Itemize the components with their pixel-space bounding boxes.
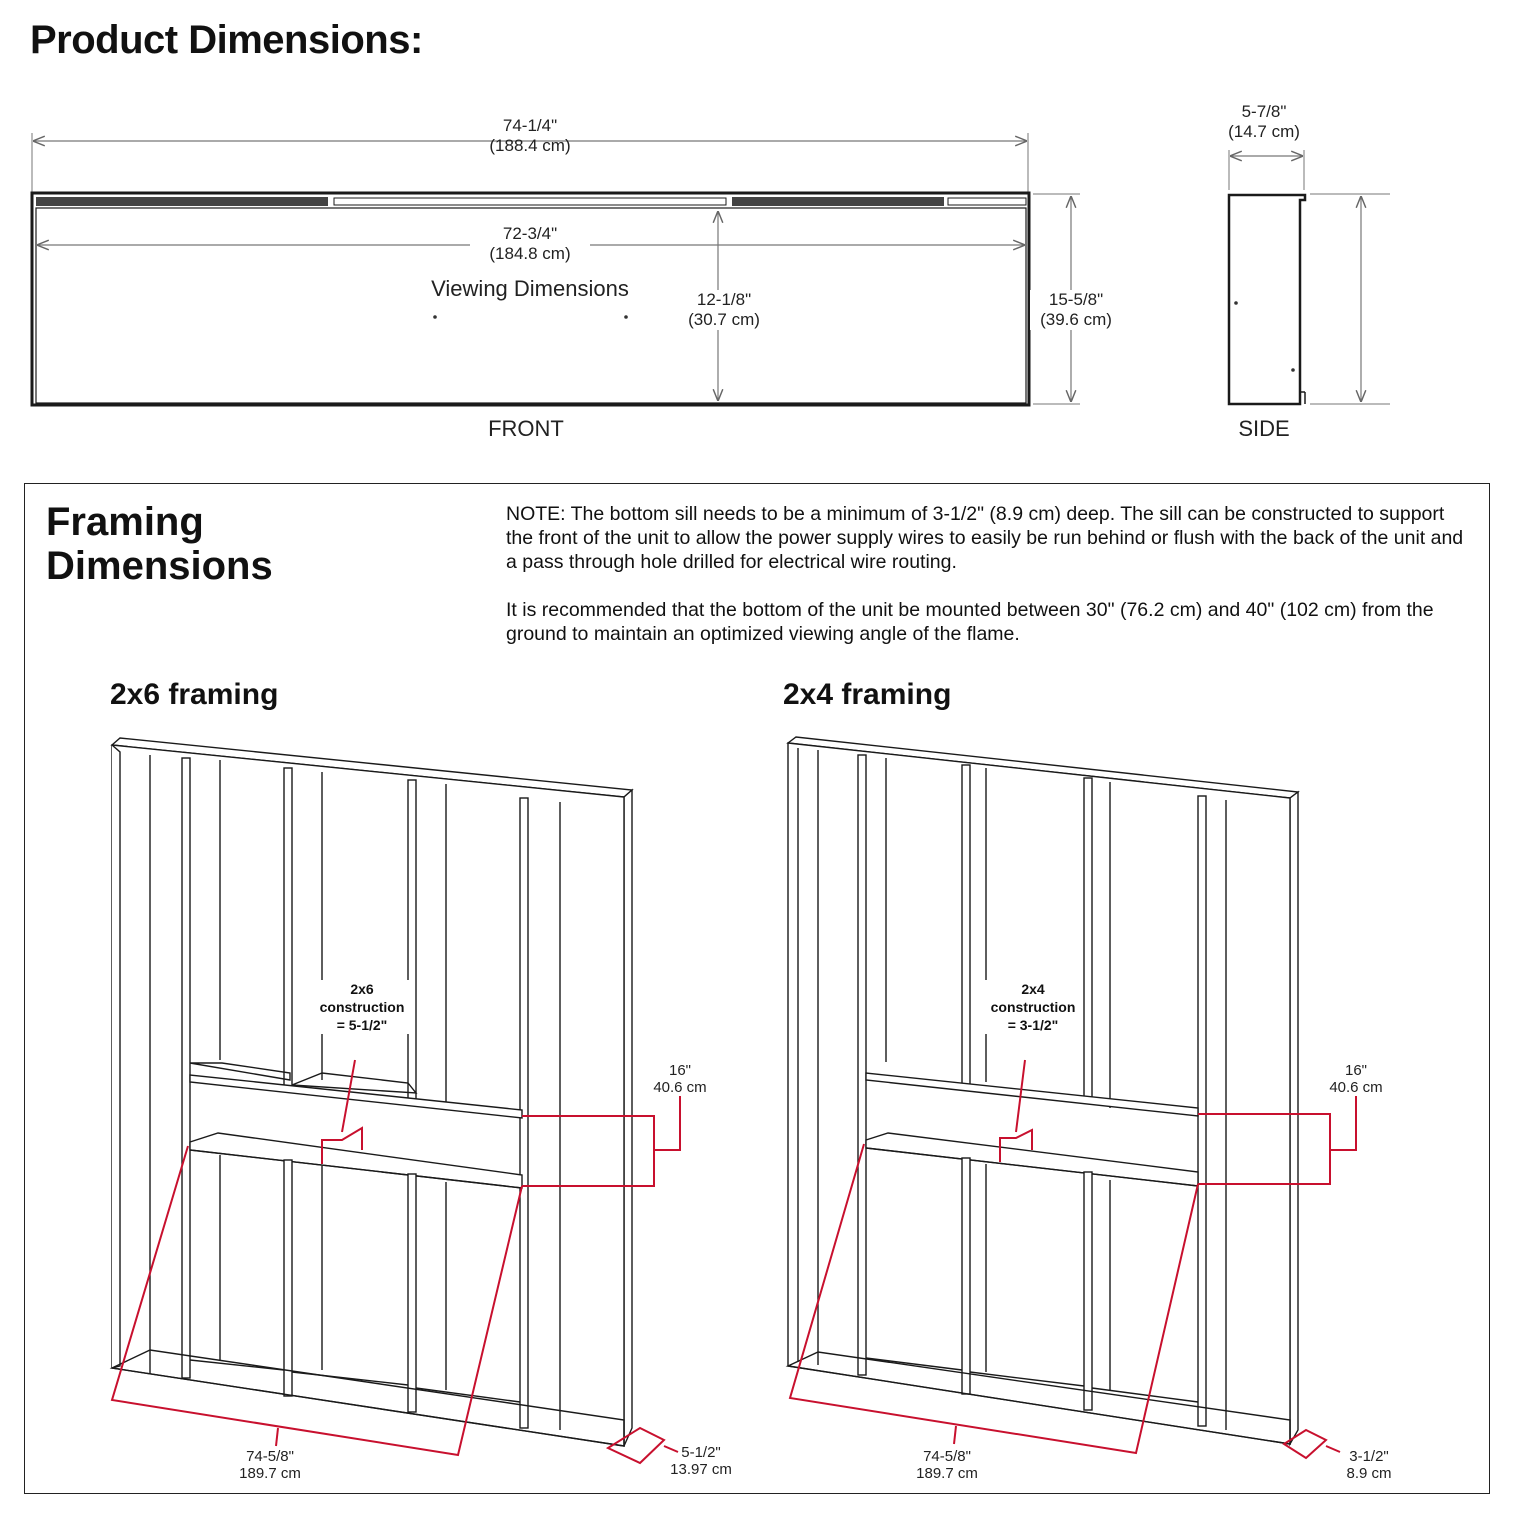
side-depth-label: 5-7/8" (14.7 cm) [1228, 102, 1300, 141]
overall-height-label: 15-5/8" (39.6 cm) [1030, 290, 1122, 330]
framing-2x4-title: 2x4 framing [783, 678, 952, 711]
framing-2x4-callouts [788, 1059, 1357, 1460]
viewing-width-label: 72-3/4" (184.8 cm) [470, 224, 590, 264]
framing-2x4-construction-callout: 2x4 construction = 3-1/2" [983, 980, 1083, 1034]
framing-note: NOTE: The bottom sill needs to be a mini… [506, 502, 1466, 670]
framing-2x6-drawing [109, 737, 634, 1447]
framing-2x6-height-label: 16" 40.6 cm [653, 1062, 707, 1096]
side-label: SIDE [1238, 416, 1290, 441]
front-label: FRONT [488, 416, 564, 441]
front-view [30, 133, 1080, 407]
viewing-dimensions-label: Viewing Dimensions [431, 276, 629, 301]
framing-2x6-title: 2x6 framing [110, 678, 279, 711]
framing-title: Framing Dimensions [46, 500, 273, 588]
note-sill: NOTE: The bottom sill needs to be a mini… [506, 503, 1464, 573]
framing-2x6-construction-callout: 2x6 construction = 5-1/2" [312, 980, 412, 1034]
page-title: Product Dimensions: [30, 18, 423, 62]
framing-2x6-depth-label: 5-1/2" 13.97 cm [670, 1444, 732, 1478]
framing-2x4-drawing [785, 736, 1300, 1447]
framing-2x4-depth-label: 3-1/2" 8.9 cm [1346, 1448, 1392, 1482]
framing-section-box [24, 483, 1490, 1494]
side-view [1227, 150, 1390, 406]
framing-2x4-height-label: 16" 40.6 cm [1329, 1062, 1383, 1096]
framing-2x6-width-label: 74-5/8" 189.7 cm [239, 1448, 301, 1482]
viewing-height-label: 12-1/8" (30.7 cm) [672, 290, 776, 330]
framing-2x6-callouts [110, 1059, 681, 1465]
framing-2x4-width-label: 74-5/8" 189.7 cm [916, 1448, 978, 1482]
note-mounting-height: It is recommended that the bottom of the… [506, 599, 1434, 645]
overall-width-label: 74-1/4" (188.4 cm) [489, 116, 571, 155]
